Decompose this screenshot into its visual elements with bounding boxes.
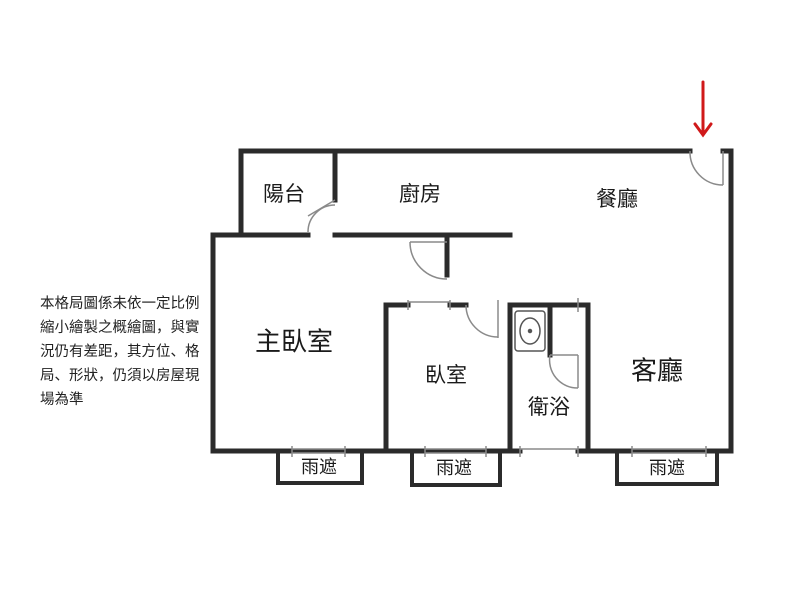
room-label-awning: 雨遮 (436, 458, 472, 479)
room-label-kitchen: 廚房 (399, 182, 441, 206)
doors (307, 150, 724, 389)
room-label-awning: 雨遮 (301, 457, 337, 478)
walls (210, 148, 734, 454)
room-label-awning: 雨遮 (649, 458, 685, 479)
room-label-living: 客廳 (630, 356, 684, 387)
room-label-bathroom: 衛浴 (528, 395, 570, 419)
room-label-balcony: 陽台 (263, 182, 305, 206)
room-label-master-bedroom: 主臥室 (254, 327, 334, 358)
room-label-bedroom: 臥室 (425, 363, 467, 387)
room-label-dining: 餐廳 (596, 187, 638, 211)
windows (291, 298, 707, 457)
awnings (276, 451, 719, 487)
disclaimer-note: 本格局圖係未依一定比例縮小繪製之概繪圖，與實況仍有差距，其方位、格局、形狀，仍須… (40, 296, 200, 408)
arrow-down-icon (693, 80, 713, 138)
sink-icon (514, 310, 546, 352)
